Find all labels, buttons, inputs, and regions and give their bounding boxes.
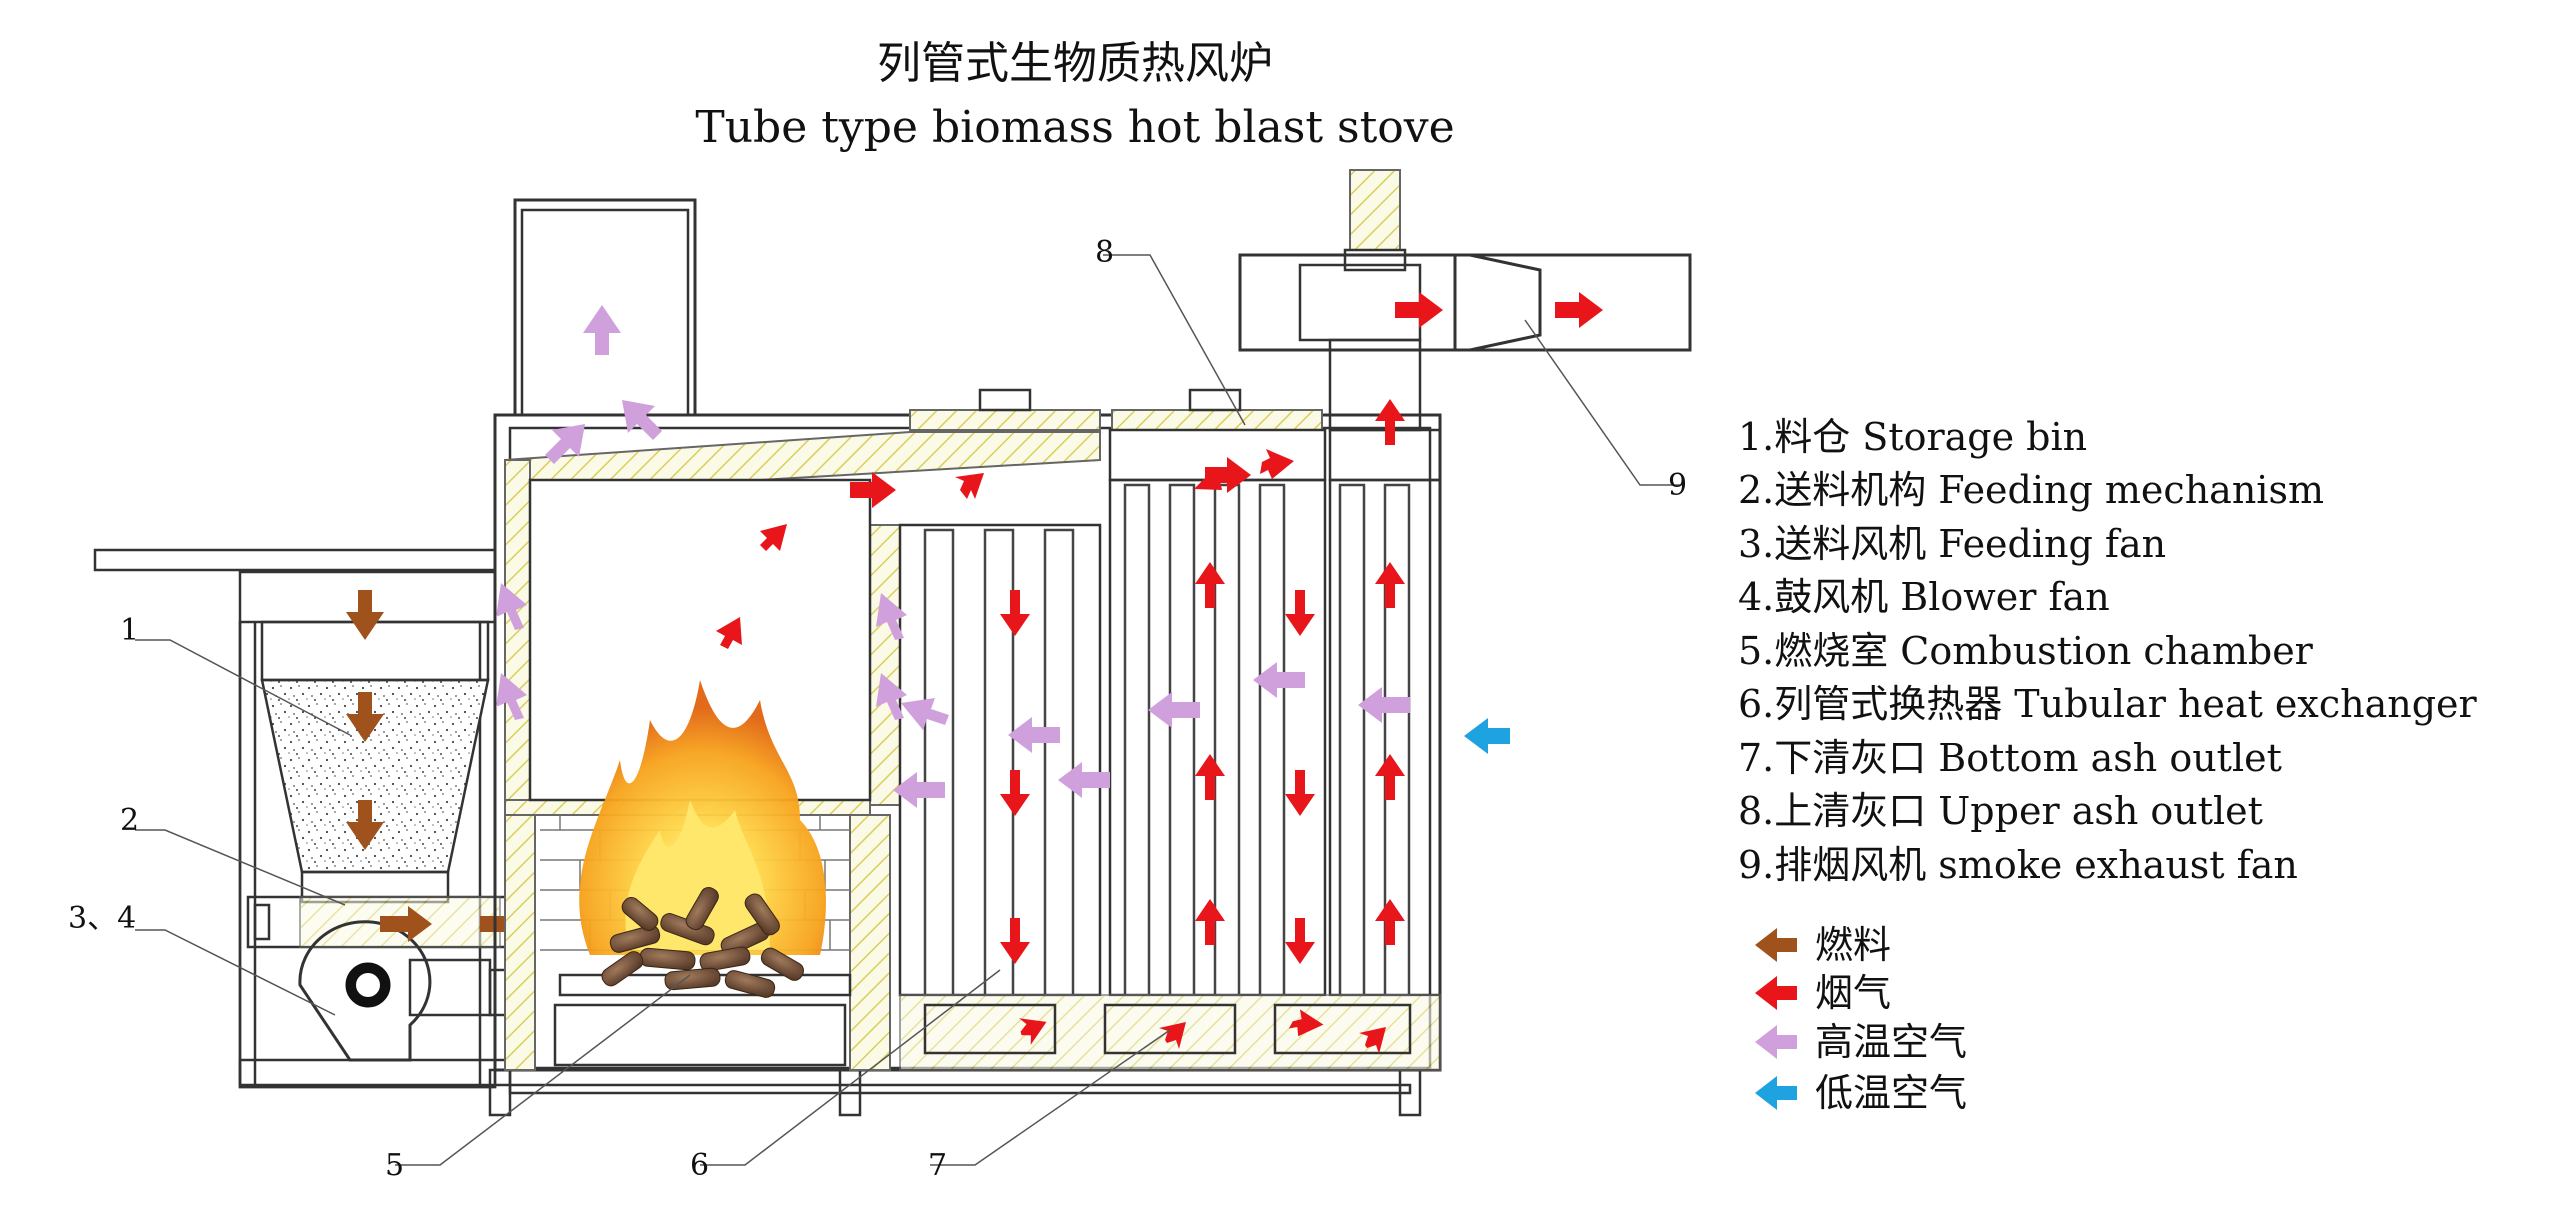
furnace-body xyxy=(488,169,1692,1117)
flow-legend-flue-gas: 烟气 xyxy=(1815,971,1891,1015)
flue-gas-flow-arrows xyxy=(716,292,1603,1054)
storage-bin xyxy=(260,620,490,904)
cold-air-inlet-arrow xyxy=(1464,718,1510,754)
flow-legend-fuel: 燃料 xyxy=(1815,923,1891,967)
callout-9: 9 xyxy=(1668,468,1687,503)
combustion-flame xyxy=(579,680,826,955)
callout-8: 8 xyxy=(1095,235,1114,270)
feeder-assembly xyxy=(93,548,532,1089)
callout-7: 7 xyxy=(928,1148,947,1183)
callout-1: 1 xyxy=(120,613,139,648)
arrow-hot-air-icon xyxy=(1755,1025,1797,1059)
hot-air-flow-arrows xyxy=(496,305,1410,808)
biomass-pellets xyxy=(601,887,804,998)
callout-2: 2 xyxy=(120,803,139,838)
title-en: Tube type biomass hot blast stove xyxy=(695,102,1454,153)
flow-legend: 燃料 烟气 高温空气 低温空气 xyxy=(1755,923,1967,1115)
arrow-flue-gas-icon xyxy=(1755,976,1797,1010)
hot-air-outlet-duct xyxy=(513,198,697,417)
arrow-cold-air-icon xyxy=(1755,1076,1797,1110)
callout-leader-lines xyxy=(135,254,1680,1166)
callout-labels: 1 2 3、4 5 6 7 8 9 xyxy=(68,235,1687,1183)
tubular-heat-exchanger xyxy=(898,428,1442,997)
callout-3-4: 3、4 xyxy=(68,901,136,936)
flow-legend-hot-air: 高温空气 xyxy=(1815,1020,1967,1064)
callout-5: 5 xyxy=(385,1148,404,1183)
callout-6: 6 xyxy=(690,1148,709,1183)
title-zh: 列管式生物质热风炉 xyxy=(877,38,1273,89)
flow-legend-cold-air: 低温空气 xyxy=(1815,1071,1967,1115)
smoke-exhaust-fan xyxy=(1238,169,1692,432)
arrow-fuel-icon xyxy=(1755,928,1797,962)
